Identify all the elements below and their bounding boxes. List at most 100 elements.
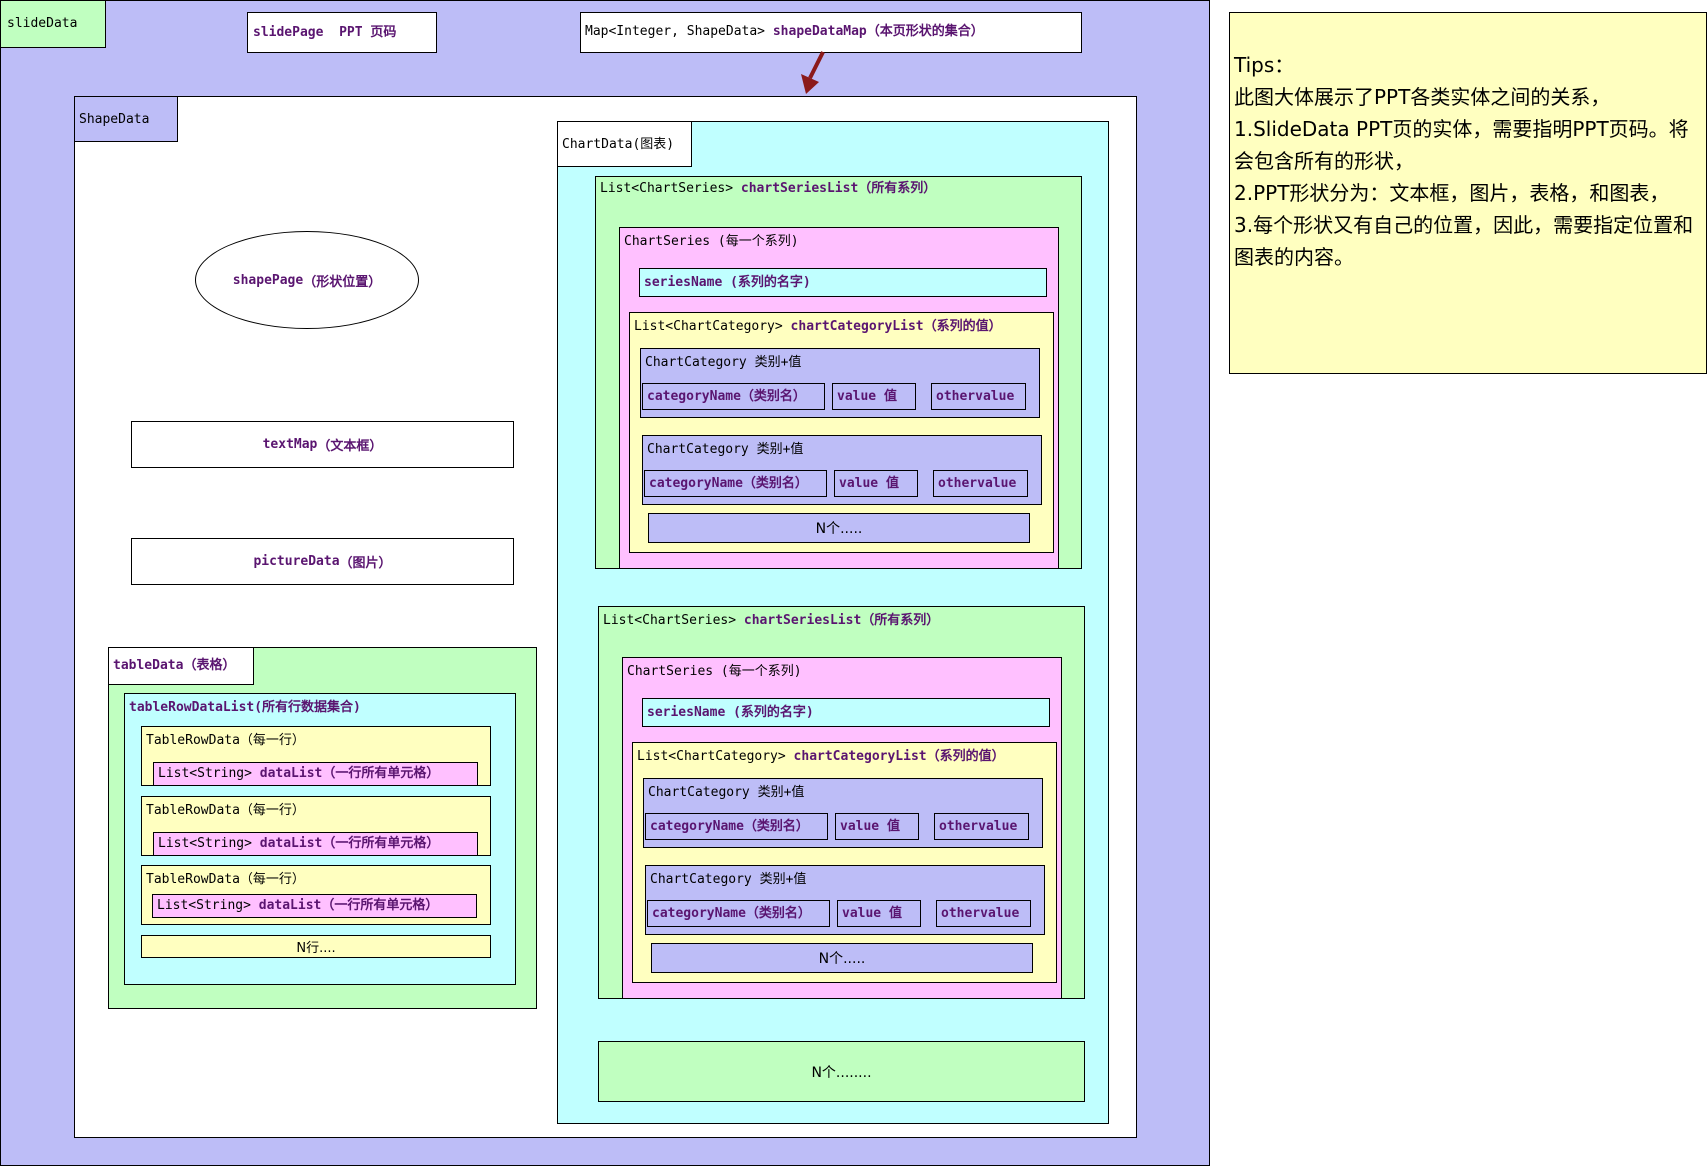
table-data-label: tableData（表格） bbox=[108, 647, 254, 685]
datalist-text: List<String> dataList（一行所有单元格） bbox=[158, 766, 439, 782]
category-label: ChartCategory 类别+值 bbox=[650, 872, 807, 887]
more-series-text: N个........ bbox=[811, 1064, 872, 1081]
value-desc: 值 bbox=[881, 906, 902, 921]
othervalue-key: othervalue bbox=[936, 389, 1015, 404]
picture-data-box: pictureData（图片） bbox=[131, 538, 514, 585]
othervalue-2a: othervalue bbox=[934, 813, 1029, 840]
more-categories-text: N个..... bbox=[818, 951, 866, 967]
series-list-text: List<ChartSeries> chartSeriesList（所有系列） bbox=[600, 181, 936, 197]
series-list-desc: （所有系列） bbox=[858, 181, 937, 196]
datalist-key: dataList bbox=[259, 766, 323, 781]
datalist-text: List<String> dataList（一行所有单元格） bbox=[158, 836, 439, 852]
chart-data-label-text: ChartData(图表) bbox=[562, 137, 675, 152]
shape-map-text: Map<Integer, ShapeData> shapeDataMap（本页形… bbox=[585, 24, 984, 40]
table-row-list-text: tableRowDataList(所有行数据集合) bbox=[129, 700, 361, 716]
shape-page-desc: （形状位置） bbox=[303, 274, 382, 290]
table-row-label: TableRowData（每一行） bbox=[146, 872, 305, 887]
series-name-desc: (系列的名字) bbox=[725, 705, 814, 720]
value-key: value bbox=[842, 906, 882, 921]
table-row-2-datalist: List<String> dataList（一行所有单元格） bbox=[153, 832, 478, 856]
category-label: ChartCategory 类别+值 bbox=[648, 785, 805, 800]
category-list-type: List<ChartCategory> bbox=[637, 749, 786, 764]
tips-title: Tips： bbox=[1234, 53, 1295, 77]
table-row-3-datalist: List<String> dataList（一行所有单元格） bbox=[152, 894, 477, 918]
value-2b: value 值 bbox=[837, 900, 921, 927]
more-categories-text: N个..... bbox=[815, 521, 863, 537]
category-name-1a: categoryName（类别名） bbox=[642, 383, 825, 410]
category-list-text: List<ChartCategory> chartCategoryList（系列… bbox=[634, 319, 1002, 335]
value-desc: 值 bbox=[878, 476, 899, 491]
othervalue-key: othervalue bbox=[938, 476, 1017, 491]
slide-page-box: slidePage PPT 页码 bbox=[247, 12, 437, 53]
series-name-key: seriesName bbox=[644, 275, 723, 290]
othervalue-1b: othervalue bbox=[933, 470, 1028, 497]
category-name-desc: （类别名） bbox=[745, 906, 811, 921]
picture-desc: （图片） bbox=[339, 556, 392, 571]
series-label: ChartSeries (每一个系列) bbox=[624, 234, 799, 249]
series-name-box-1: seriesName (系列的名字) bbox=[639, 268, 1047, 297]
value-2a: value 值 bbox=[835, 813, 919, 840]
table-data-key: tableData bbox=[113, 658, 184, 673]
text-map-key: textMap bbox=[262, 437, 318, 452]
category-name-desc: （类别名） bbox=[743, 819, 809, 834]
tips-text: Tips： 此图大体展示了PPT各类实体之间的关系， 1.SlideData P… bbox=[1234, 49, 1700, 273]
more-series-box: N个........ bbox=[598, 1041, 1085, 1102]
datalist-desc: （一行所有单元格） bbox=[321, 898, 439, 913]
series-name-desc: (系列的名字) bbox=[722, 275, 811, 290]
datalist-desc: （一行所有单元格） bbox=[322, 836, 440, 851]
shape-map-box: Map<Integer, ShapeData> shapeDataMap（本页形… bbox=[580, 12, 1082, 53]
shape-map-desc: （本页形状的集合） bbox=[866, 24, 984, 39]
table-row-1-datalist: List<String> dataList（一行所有单元格） bbox=[153, 762, 478, 786]
category-name-1b: categoryName（类别名） bbox=[644, 470, 827, 497]
series-list-key: chartSeriesList bbox=[740, 181, 859, 196]
series-list-type: List<ChartSeries> bbox=[600, 181, 734, 196]
series-list-desc: （所有系列） bbox=[861, 613, 940, 628]
tips-line-3: 2.PPT形状分为：文本框，图片，表格，和图表， bbox=[1234, 181, 1670, 205]
othervalue-2b: othervalue bbox=[936, 900, 1031, 927]
table-more-rows: N行.... bbox=[141, 935, 491, 958]
category-list-key: chartCategoryList bbox=[790, 319, 924, 334]
slide-page-desc: PPT 页码 bbox=[339, 25, 397, 40]
value-key: value bbox=[840, 819, 880, 834]
more-categories-1: N个..... bbox=[648, 513, 1030, 543]
value-key: value bbox=[837, 389, 877, 404]
table-row-label: TableRowData（每一行） bbox=[146, 733, 305, 748]
othervalue-1a: othervalue bbox=[931, 383, 1026, 410]
chart-data-label: ChartData(图表) bbox=[557, 121, 692, 167]
category-name-desc: （类别名） bbox=[740, 389, 806, 404]
table-data-desc: （表格） bbox=[183, 658, 236, 673]
category-name-key: categoryName bbox=[649, 476, 743, 491]
table-more-rows-text: N行.... bbox=[296, 941, 336, 956]
category-list-desc: （系列的值） bbox=[923, 319, 1002, 334]
table-data-label-text: tableData（表格） bbox=[113, 658, 235, 674]
slide-page-key: slidePage bbox=[253, 25, 324, 40]
category-list-key: chartCategoryList bbox=[793, 749, 927, 764]
series-name-text: seriesName (系列的名字) bbox=[647, 705, 814, 721]
series-list-key: chartSeriesList bbox=[743, 613, 862, 628]
shape-map-key: shapeDataMap bbox=[772, 24, 867, 39]
picture-key: pictureData bbox=[253, 554, 340, 569]
category-label: ChartCategory 类别+值 bbox=[645, 355, 802, 370]
value-1a: value 值 bbox=[832, 383, 916, 410]
series-label: ChartSeries (每一个系列) bbox=[627, 664, 802, 679]
shape-page-key: shapePage bbox=[232, 272, 304, 288]
category-list-text: List<ChartCategory> chartCategoryList（系列… bbox=[637, 749, 1005, 765]
category-name-desc: （类别名） bbox=[742, 476, 808, 491]
text-map-desc: （文本框） bbox=[317, 439, 383, 454]
series-name-text: seriesName (系列的名字) bbox=[644, 275, 811, 291]
value-1b: value 值 bbox=[834, 470, 918, 497]
category-name-key: categoryName bbox=[650, 819, 744, 834]
table-row-list-key: tableRowDataList bbox=[129, 700, 255, 715]
series-name-box-2: seriesName (系列的名字) bbox=[642, 698, 1050, 727]
category-name-2b: categoryName（类别名） bbox=[647, 900, 830, 927]
slide-page-text: slidePage PPT 页码 bbox=[253, 25, 396, 41]
datalist-type: List<String> bbox=[158, 836, 252, 851]
value-desc: 值 bbox=[879, 819, 900, 834]
datalist-text: List<String> dataList（一行所有单元格） bbox=[157, 898, 438, 914]
tips-line-4: 3.每个形状又有自己的位置，因此，需要指定位置和图表的内容。 bbox=[1234, 213, 1694, 269]
slide-data-label-text: slideData bbox=[7, 16, 78, 31]
more-categories-2: N个..... bbox=[651, 943, 1033, 973]
value-key: value bbox=[839, 476, 879, 491]
category-name-key: categoryName bbox=[647, 389, 741, 404]
text-map-box: textMap（文本框） bbox=[131, 421, 514, 468]
